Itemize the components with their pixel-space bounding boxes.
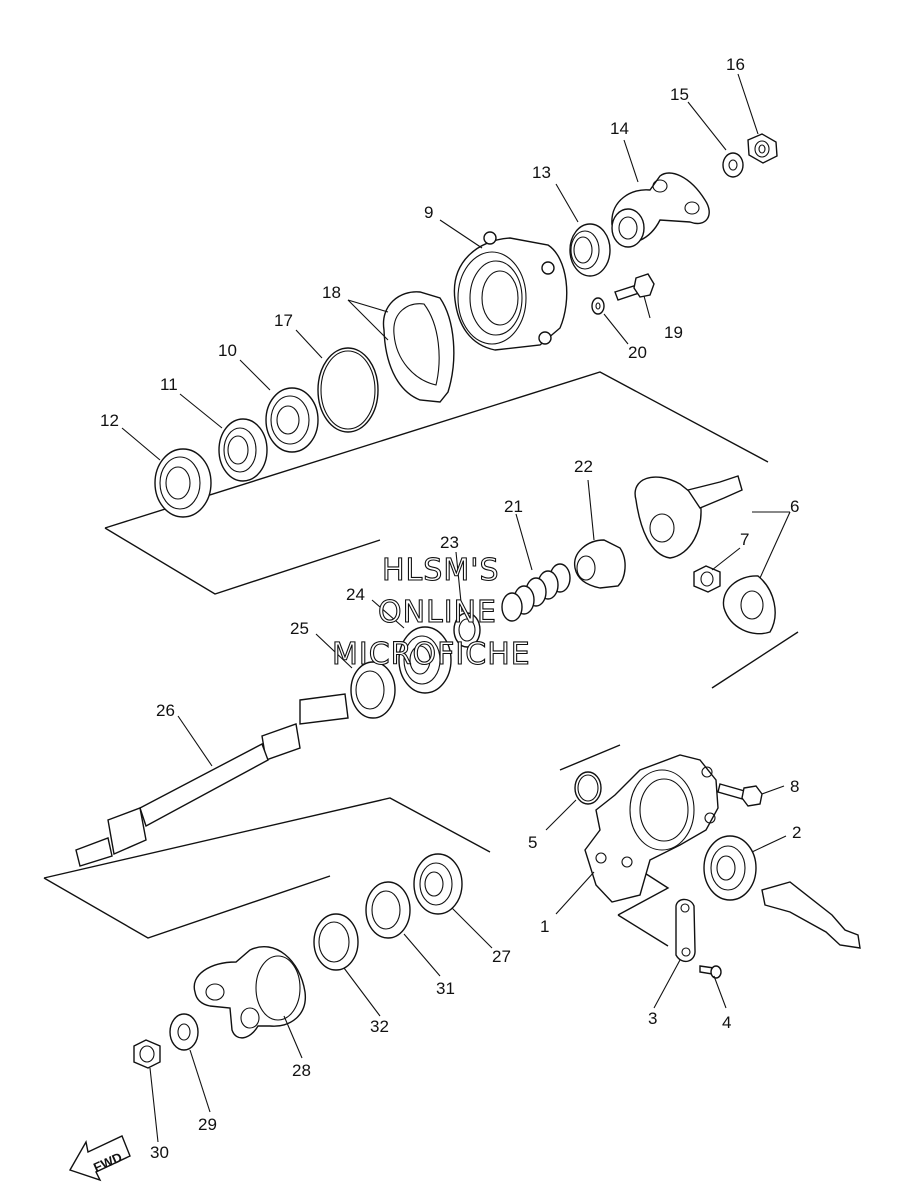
watermark-line-2: ONLINE [378,595,497,630]
gear-set-6 [634,475,776,635]
o-ring-17 [317,347,379,433]
part-label-15: 15 [670,85,689,104]
shaft-26 [75,693,349,867]
group-outline-upper [104,371,769,595]
oil-seal-25 [350,661,396,719]
o-ring-5 [574,771,602,805]
part-label-22: 22 [574,457,593,476]
housing-1 [584,754,719,903]
bearing-cage-31 [365,881,411,939]
part-label-11: 11 [160,375,178,394]
part-label-8: 8 [790,777,799,796]
part-label-31: 31 [436,979,455,998]
part-label-17: 17 [274,311,293,330]
circlip-23 [453,612,481,648]
spring-21 [501,563,571,622]
group-outline-middle [559,631,799,771]
bearing-housing-9 [453,231,568,351]
watermark: HLSM'S ONLINE MICROFICHE [331,552,531,672]
group-outline-lower [43,797,491,939]
part-label-2: 2 [792,823,801,842]
part-label-14: 14 [610,119,629,138]
part-label-20: 20 [628,343,647,362]
part-label-23: 23 [440,533,459,552]
bearing-2 [703,835,757,901]
part-label-25: 25 [290,619,309,638]
part-label-13: 13 [532,163,551,182]
yoke-28 [193,945,306,1039]
part-label-7: 7 [740,530,749,549]
bolt-19 [614,273,655,301]
leader-lines [121,73,791,1143]
collar-22 [574,539,626,589]
part-label-32: 32 [370,1017,389,1036]
part-label-29: 29 [198,1115,217,1134]
shim-18 [382,291,455,403]
part-label-21: 21 [504,497,523,516]
part-labels: 16 15 14 13 9 18 17 19 20 10 11 12 22 6 … [100,55,801,1162]
oil-seal-32 [313,913,359,971]
bearing-24 [398,626,452,694]
washer-15 [722,152,744,178]
nut-7 [693,565,721,593]
bearing-27 [413,853,463,915]
nut-16 [747,133,778,164]
bearing-12 [154,448,212,518]
bolt-8 [717,783,763,807]
part-label-19: 19 [664,323,683,342]
pinion-shaft [761,881,861,949]
part-label-9: 9 [424,203,433,222]
watermark-line-3: MICROFICHE [332,637,531,672]
part-label-5: 5 [528,833,537,852]
screw-4 [699,965,722,979]
plate-3 [675,898,696,963]
part-label-4: 4 [722,1013,731,1032]
part-label-6: 6 [790,497,799,516]
nut-30 [133,1039,161,1069]
part-label-27: 27 [492,947,511,966]
part-label-12: 12 [100,411,119,430]
bearing-cage-11 [218,418,268,482]
part-label-1: 1 [540,917,549,936]
washer-29 [169,1013,199,1051]
part-label-16: 16 [726,55,745,74]
yoke-14 [611,172,710,248]
bearing-10 [265,387,319,453]
group-outline-right [617,869,670,947]
part-label-26: 26 [156,701,175,720]
watermark-line-1: HLSM'S [382,553,500,588]
part-label-30: 30 [150,1143,169,1162]
washer-20 [591,297,605,315]
oil-seal-13 [569,223,611,277]
part-label-28: 28 [292,1061,311,1080]
part-label-18: 18 [322,283,341,302]
part-label-3: 3 [648,1009,657,1028]
part-label-24: 24 [346,585,365,604]
fwd-arrow-icon: FWD [68,1135,131,1182]
part-label-10: 10 [218,341,237,360]
